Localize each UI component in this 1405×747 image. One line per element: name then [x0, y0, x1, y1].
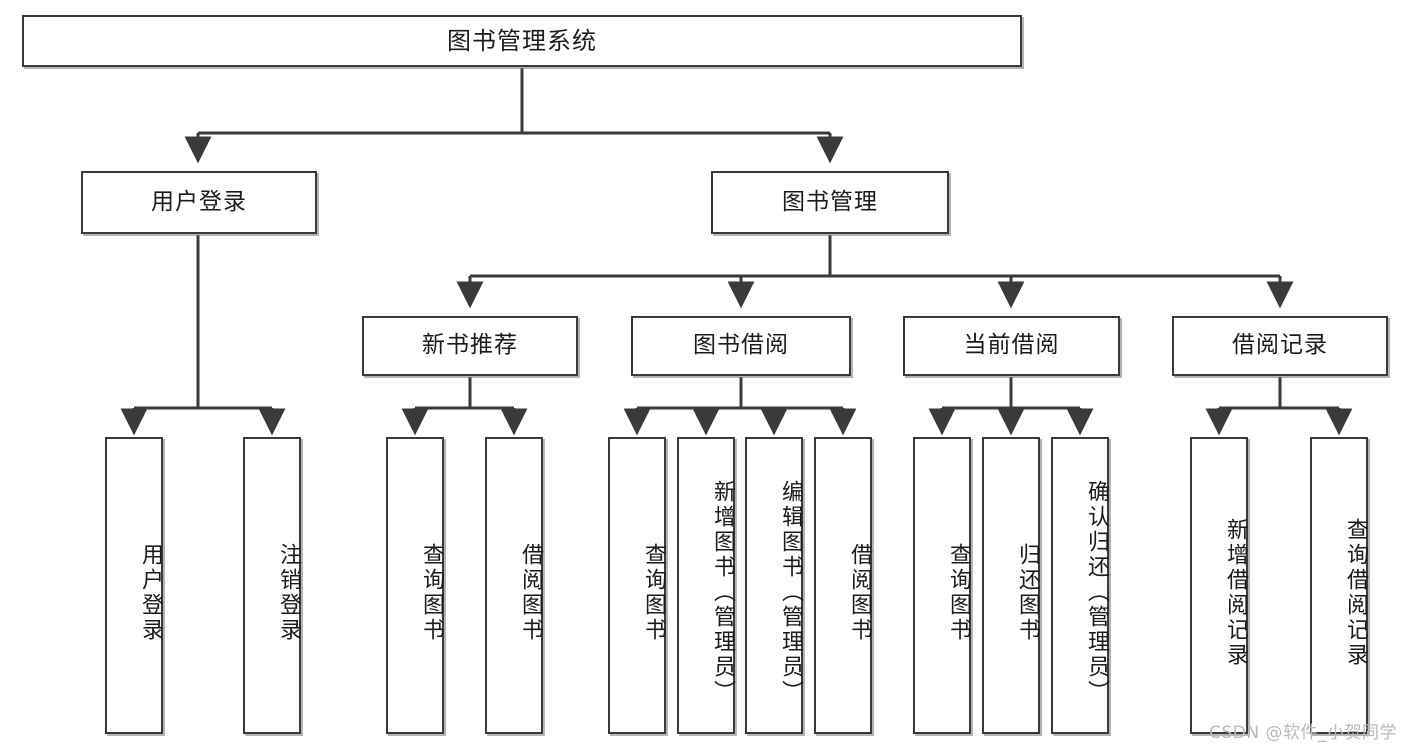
leaf-add-book-label: 新增图书（管理员） [710, 480, 735, 705]
leaf-query-book-3[interactable]: 查询图书 [913, 437, 971, 734]
leaf-return-book-label: 归还图书 [1015, 542, 1040, 643]
leaf-query-record[interactable]: 查询借阅记录 [1310, 437, 1368, 734]
leaf-query-book-1-label: 查询图书 [419, 542, 444, 643]
node-borrow-record-label: 借阅记录 [1232, 332, 1328, 359]
leaf-borrow-book-1-label: 借阅图书 [518, 542, 543, 643]
node-book-manage[interactable]: 图书管理 [711, 171, 949, 234]
node-new-book-rec[interactable]: 新书推荐 [362, 316, 578, 376]
leaf-user-login[interactable]: 用户登录 [105, 437, 163, 734]
leaf-add-record[interactable]: 新增借阅记录 [1190, 437, 1248, 734]
leaf-edit-book-label: 编辑图书（管理员） [778, 480, 803, 705]
leaf-query-book-1[interactable]: 查询图书 [386, 437, 444, 734]
node-book-manage-label: 图书管理 [782, 188, 878, 215]
node-root-label: 图书管理系统 [447, 26, 597, 55]
node-book-borrow-label: 图书借阅 [693, 332, 789, 359]
leaf-query-record-label: 查询借阅记录 [1343, 517, 1368, 668]
leaf-query-book-2-label: 查询图书 [641, 542, 666, 643]
leaf-user-login-label: 用户登录 [138, 542, 163, 643]
node-borrow-record[interactable]: 借阅记录 [1172, 316, 1388, 376]
leaf-logout-label: 注销登录 [276, 542, 301, 643]
node-user-login-label: 用户登录 [151, 188, 247, 215]
leaf-borrow-book-2-label: 借阅图书 [847, 542, 872, 643]
leaf-query-book-2[interactable]: 查询图书 [608, 437, 666, 734]
node-book-borrow[interactable]: 图书借阅 [631, 316, 851, 376]
csdn-watermark: CSDN @软件_小贺同学 [1209, 723, 1397, 743]
leaf-edit-book[interactable]: 编辑图书（管理员） [745, 437, 803, 734]
leaf-confirm-return[interactable]: 确认归还（管理员） [1051, 437, 1109, 734]
leaf-return-book[interactable]: 归还图书 [982, 437, 1040, 734]
leaf-logout[interactable]: 注销登录 [243, 437, 301, 734]
node-root[interactable]: 图书管理系统 [22, 15, 1022, 67]
leaf-query-book-3-label: 查询图书 [946, 542, 971, 643]
leaf-borrow-book-1[interactable]: 借阅图书 [485, 437, 543, 734]
node-user-login[interactable]: 用户登录 [81, 171, 317, 234]
node-current-borrow-label: 当前借阅 [963, 332, 1060, 359]
leaf-add-book[interactable]: 新增图书（管理员） [677, 437, 735, 734]
leaf-confirm-return-label: 确认归还（管理员） [1084, 480, 1109, 705]
leaf-add-record-label: 新增借阅记录 [1223, 517, 1248, 668]
node-new-book-rec-label: 新书推荐 [422, 332, 518, 359]
leaf-borrow-book-2[interactable]: 借阅图书 [814, 437, 872, 734]
node-current-borrow[interactable]: 当前借阅 [903, 316, 1120, 376]
